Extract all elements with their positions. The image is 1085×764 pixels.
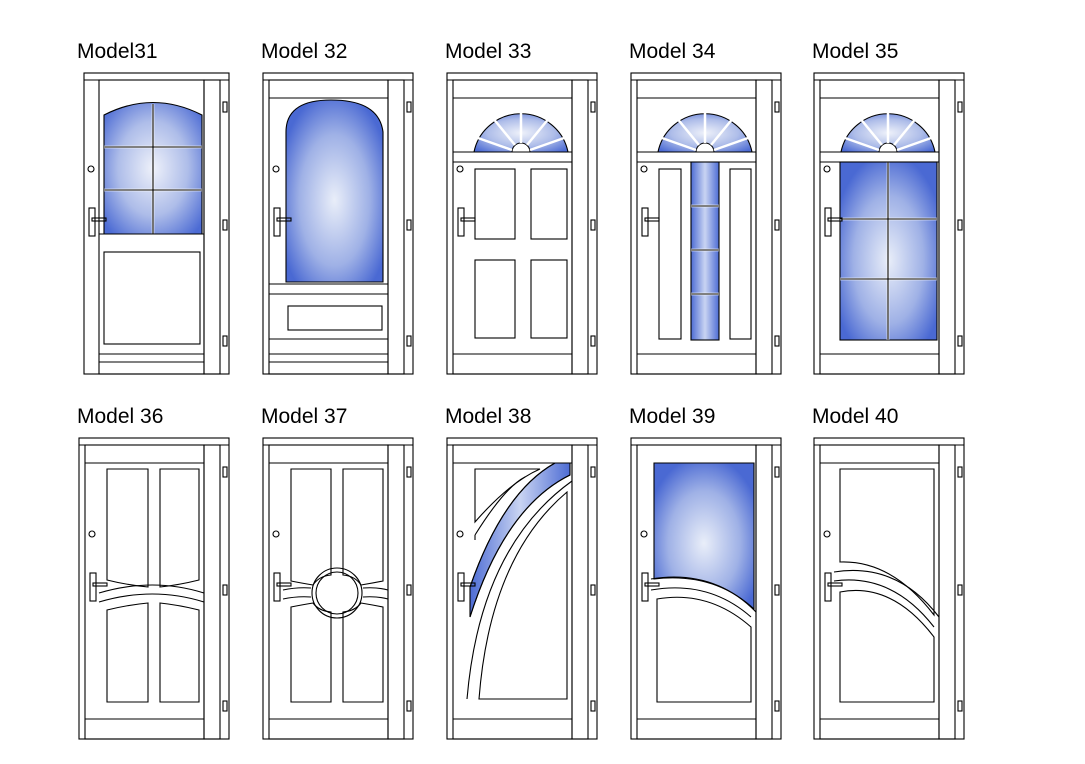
door-model-33: Model 33 bbox=[445, 40, 605, 380]
door-drawing bbox=[78, 437, 230, 740]
door-drawing bbox=[262, 437, 414, 740]
door-model-31: Model31 bbox=[77, 40, 237, 380]
model-label: Model 34 bbox=[629, 40, 716, 63]
door-model-39: Model 39 bbox=[629, 405, 789, 745]
door-drawing bbox=[630, 437, 782, 740]
door-drawing bbox=[630, 72, 782, 375]
door-model-32: Model 32 bbox=[261, 40, 421, 380]
model-label: Model 33 bbox=[445, 40, 532, 63]
model-label: Model 39 bbox=[629, 405, 716, 428]
door-model-38: Model 38 bbox=[445, 405, 605, 745]
door-model-36: Model 36 bbox=[77, 405, 237, 745]
model-label: Model 38 bbox=[445, 405, 532, 428]
door-drawing bbox=[446, 72, 598, 375]
model-label: Model 40 bbox=[812, 405, 899, 428]
door-drawing bbox=[813, 72, 965, 375]
door-model-40: Model 40 bbox=[812, 405, 972, 745]
model-label: Model 32 bbox=[261, 40, 348, 63]
door-drawing bbox=[83, 72, 230, 375]
door-model-34: Model 34 bbox=[629, 40, 789, 380]
door-drawing bbox=[446, 437, 598, 740]
door-model-37: Model 37 bbox=[261, 405, 421, 745]
model-label: Model 37 bbox=[261, 405, 348, 428]
door-drawing bbox=[813, 437, 965, 740]
model-label: Model31 bbox=[77, 40, 158, 63]
model-label: Model 35 bbox=[812, 40, 899, 63]
door-drawing bbox=[262, 72, 414, 375]
model-label: Model 36 bbox=[77, 405, 164, 428]
door-model-35: Model 35 bbox=[812, 40, 972, 380]
